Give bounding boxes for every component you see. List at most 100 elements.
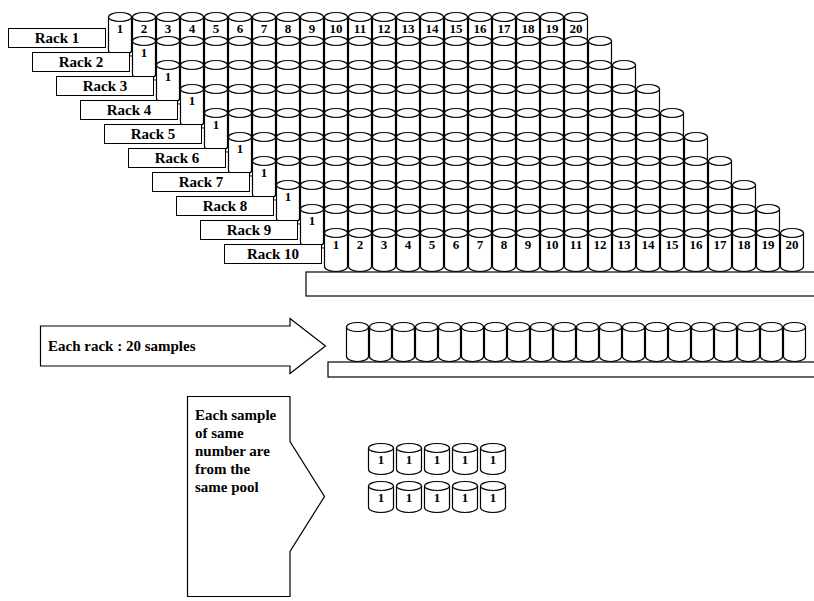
sample-number: 8 bbox=[285, 22, 292, 56]
sample-tube: 1 bbox=[132, 36, 156, 80]
tube-cap bbox=[613, 85, 636, 94]
label-text: Each sample of same number are from the … bbox=[195, 406, 283, 496]
tube-cap bbox=[453, 482, 478, 491]
sample-number: 3 bbox=[381, 238, 388, 272]
sample-tube: 1 bbox=[480, 481, 506, 513]
tube-cap bbox=[661, 229, 684, 238]
sample-tube bbox=[439, 323, 461, 362]
sample-number: 3 bbox=[165, 22, 172, 56]
tube-cap bbox=[421, 157, 444, 166]
tube-cap bbox=[469, 181, 492, 190]
sample-tube bbox=[646, 323, 668, 362]
tube-cap bbox=[301, 13, 324, 22]
tube-cap bbox=[421, 13, 444, 22]
sample-number: 1 bbox=[237, 142, 244, 176]
tube-cap bbox=[469, 13, 492, 22]
tube-cap bbox=[397, 157, 420, 166]
sample-tube: 1 bbox=[396, 443, 422, 475]
tube-cap bbox=[541, 109, 564, 118]
tube-cap bbox=[373, 157, 396, 166]
tube-body bbox=[757, 233, 780, 272]
sample-number: 4 bbox=[405, 238, 412, 272]
sample-number: 1 bbox=[213, 118, 220, 152]
tube-cap bbox=[517, 181, 540, 190]
tube-cap bbox=[565, 37, 588, 46]
sample-tube: 1 bbox=[368, 443, 394, 475]
tube-cap bbox=[253, 133, 276, 142]
sample-tube bbox=[531, 323, 553, 362]
sample-tube: 1 bbox=[108, 12, 132, 56]
tube-cap bbox=[445, 229, 468, 238]
tube-cap bbox=[301, 85, 324, 94]
tube-body bbox=[109, 17, 132, 56]
tube-cap bbox=[369, 444, 394, 453]
label-text: Rack 1 bbox=[35, 30, 80, 47]
tube-cap bbox=[613, 229, 636, 238]
sample-tube: 1 bbox=[396, 481, 422, 513]
sample-tube bbox=[347, 323, 369, 362]
tube-cap bbox=[369, 482, 394, 491]
tube-cap bbox=[397, 37, 420, 46]
tube-body bbox=[565, 233, 588, 272]
tube-cap bbox=[205, 85, 228, 94]
tube-cap bbox=[685, 157, 708, 166]
tube-cap bbox=[157, 37, 180, 46]
label-text: Rack 9 bbox=[227, 222, 272, 239]
tube-body bbox=[517, 233, 540, 272]
sample-number: 7 bbox=[477, 238, 484, 272]
sample-number: 1 bbox=[117, 22, 124, 56]
tube-cap bbox=[565, 85, 588, 94]
tube-body bbox=[349, 233, 372, 272]
tube-cap bbox=[493, 205, 516, 214]
tube-cap bbox=[325, 85, 348, 94]
sample-number: 1 bbox=[141, 46, 148, 80]
tube-cap bbox=[613, 133, 636, 142]
sample-number: 1 bbox=[378, 491, 385, 513]
sample-tube: 1 bbox=[452, 443, 478, 475]
tube-cap bbox=[425, 444, 450, 453]
label-text: Rack 10 bbox=[247, 246, 299, 263]
tube-cap bbox=[277, 157, 300, 166]
tube-cap bbox=[469, 61, 492, 70]
tube-cap bbox=[421, 37, 444, 46]
tube-cap bbox=[453, 444, 478, 453]
tube-cap bbox=[421, 109, 444, 118]
tube-cap bbox=[253, 13, 276, 22]
rack-label: Rack 3 bbox=[56, 76, 154, 96]
tube-cap bbox=[301, 109, 324, 118]
tube-body bbox=[421, 233, 444, 272]
tube-body bbox=[373, 233, 396, 272]
tube-cap bbox=[565, 157, 588, 166]
sample-tube bbox=[738, 323, 760, 362]
sample-number: 14 bbox=[426, 22, 439, 56]
tube-cap bbox=[565, 61, 588, 70]
tube-body bbox=[733, 233, 756, 272]
tube-cap bbox=[277, 133, 300, 142]
rack-label: Rack 1 bbox=[8, 28, 106, 48]
sample-tube: 1 bbox=[480, 443, 506, 475]
tube-cap bbox=[661, 181, 684, 190]
tube-body bbox=[589, 233, 612, 272]
sample-number: 1 bbox=[189, 94, 196, 128]
label-text: Rack 2 bbox=[59, 54, 104, 71]
tube-cap bbox=[493, 61, 516, 70]
tube-cap bbox=[181, 13, 204, 22]
tube-cap bbox=[493, 157, 516, 166]
sample-tube: 1 bbox=[424, 481, 450, 513]
sample-tube bbox=[393, 323, 415, 362]
tube-body bbox=[301, 209, 324, 248]
sample-number: 6 bbox=[453, 238, 460, 272]
tube-cap bbox=[637, 85, 660, 94]
tube-cap bbox=[325, 205, 348, 214]
tube-cap bbox=[661, 205, 684, 214]
tube-cap bbox=[445, 181, 468, 190]
sample-tube: 20 bbox=[780, 228, 804, 272]
sample-tube: 10 bbox=[540, 228, 564, 272]
tube-cap bbox=[589, 133, 612, 142]
tube-cap bbox=[397, 229, 420, 238]
sample-number: 12 bbox=[378, 22, 391, 56]
block-arrow: Each rack : 20 samples bbox=[40, 318, 326, 374]
tube-cap bbox=[301, 181, 324, 190]
tube-cap bbox=[565, 205, 588, 214]
sample-tube: 7 bbox=[468, 228, 492, 272]
